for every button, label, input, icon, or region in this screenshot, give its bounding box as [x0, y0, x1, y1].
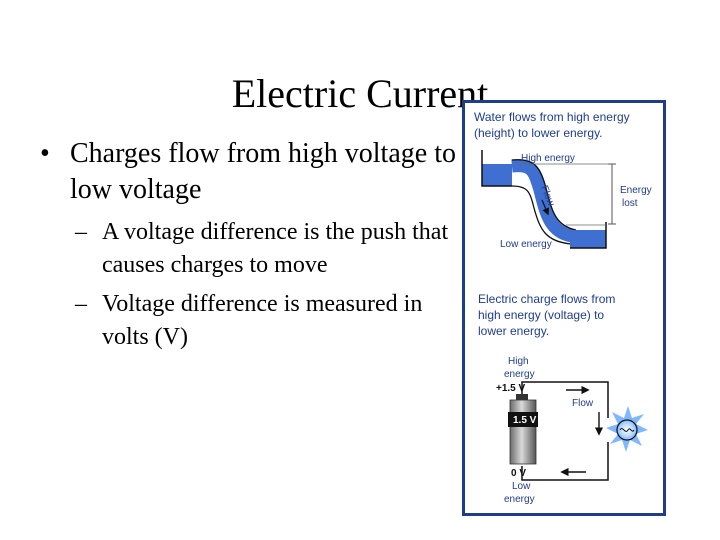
sub-bullet-marker: –	[75, 291, 87, 317]
electric-high-line2: energy	[504, 369, 535, 380]
electric-caption-line3: lower energy.	[478, 324, 549, 338]
high-energy-label: High energy	[521, 153, 575, 164]
bulb-icon	[616, 419, 638, 441]
water-caption-line2: (height) to lower energy.	[474, 126, 603, 140]
electric-caption-line2: high energy (voltage) to	[478, 308, 604, 322]
low-energy-label: Low energy	[500, 239, 552, 250]
electric-high-line1: High	[508, 356, 529, 367]
bullet-text: Charges flow from high voltage to low vo…	[70, 138, 456, 205]
circuit-wire	[521, 381, 609, 418]
low-tank	[570, 222, 607, 249]
high-water	[482, 164, 512, 186]
low-water	[570, 230, 606, 248]
electric-low-line1: Low	[512, 481, 531, 492]
sub-bullet-item: – Voltage difference is measured in volt…	[40, 288, 460, 354]
electric-caption-line1: Electric charge flows from	[478, 292, 615, 306]
bullet-item: • Charges flow from high voltage to low …	[40, 136, 460, 208]
sub-bullet-marker: –	[75, 219, 87, 245]
energy-lost-line1: Energy	[620, 185, 652, 196]
water-electric-analogy-figure: Water flows from high energy (height) to…	[462, 100, 666, 516]
electric-high-voltage: +1.5 V	[496, 383, 526, 394]
water-flow-arrow	[541, 199, 550, 216]
bullet-marker: •	[40, 138, 50, 169]
circuit-wire-return	[521, 442, 609, 481]
slide-title: Electric Current	[231, 71, 489, 116]
battery-label-band	[508, 412, 538, 427]
high-tank	[481, 150, 512, 187]
battery	[509, 399, 537, 465]
water-pipe-top	[511, 159, 577, 231]
sub-bullet-item: – A voltage difference is the push that …	[40, 216, 460, 282]
energy-lost-line2: lost	[622, 198, 638, 209]
sub-bullet-text: A voltage difference is the push that ca…	[102, 219, 449, 278]
water-pipe-inner	[511, 159, 574, 243]
sub-bullet-text: Voltage difference is measured in volts …	[102, 291, 423, 350]
water-caption-line1: Water flows from high energy	[474, 110, 630, 124]
water-pipe-bottom	[511, 185, 573, 245]
battery-label: 1.5 V	[513, 415, 537, 426]
bulb-filament	[619, 428, 635, 432]
battery-terminal	[516, 394, 528, 400]
electric-low-voltage: 0 V	[511, 468, 526, 479]
electric-low-line2: energy	[504, 494, 535, 505]
bullet-list: • Charges flow from high voltage to low …	[40, 136, 460, 354]
electric-flow-label: Flow	[572, 398, 594, 409]
